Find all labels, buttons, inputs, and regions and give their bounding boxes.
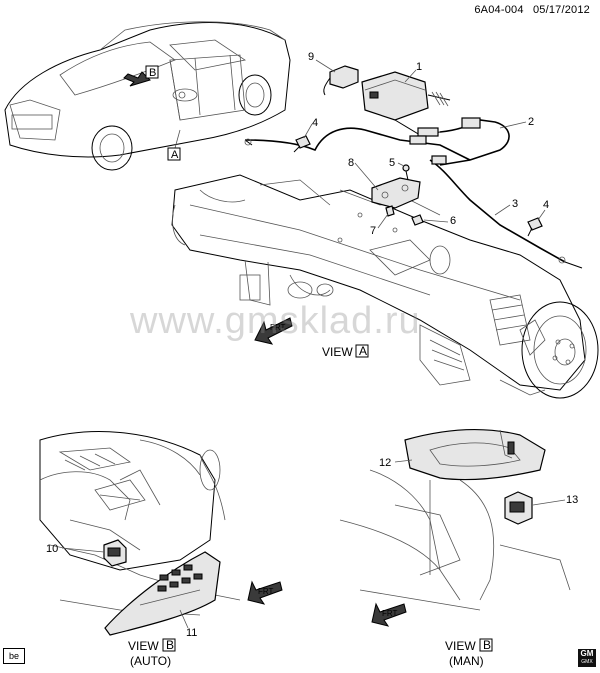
callout-5: 5 — [389, 157, 395, 169]
callout-2: 2 — [528, 116, 534, 128]
frt-label-view-b-auto: FRT — [258, 587, 274, 596]
frt-arrow-view-b-auto: FRT — [247, 580, 283, 605]
callout-11: 11 — [186, 627, 197, 639]
callout-4-left: 4 — [312, 117, 318, 129]
callout-3: 3 — [512, 198, 518, 210]
bolt-4-left — [293, 135, 311, 153]
diagram-date: 05/17/2012 — [532, 4, 590, 16]
gm-logo-text: GM — [580, 649, 594, 658]
frt-arrow-view-b-man: FRT — [371, 602, 407, 627]
front-cable-upper — [244, 127, 471, 161]
bracket-8 — [371, 177, 421, 209]
frt-arrow-view-a: FRT — [254, 317, 293, 345]
callout-6: 6 — [450, 215, 456, 227]
park-brake-module — [361, 71, 451, 137]
header: 6A04-004 05/17/2012 — [474, 4, 590, 16]
view-a-letter: A — [359, 344, 367, 358]
arrow-b-letter: B — [149, 67, 156, 79]
view-b-auto-letter: B — [166, 638, 174, 652]
frt-label-view-b-man: FRT — [382, 609, 398, 618]
callout-13: 13 — [566, 494, 578, 506]
callout-1: 1 — [416, 61, 422, 73]
rear-cable-2 — [439, 119, 510, 166]
frt-label-view-a: FRT — [270, 323, 286, 332]
arrow-b-box — [145, 65, 159, 79]
bolt-7 — [385, 205, 395, 217]
view-b-auto-title: VIEW B (AUTO) — [128, 638, 176, 668]
callout-9: 9 — [308, 51, 314, 63]
chassis-illustration — [171, 174, 599, 399]
car-view-a-letter: A — [171, 149, 179, 161]
gm-logo: GM GMX — [578, 649, 596, 667]
console-trim-11 — [104, 551, 221, 636]
callout-10: 10 — [46, 543, 58, 555]
callouts-view-a: 1 2 3 4 4 5 6 7 8 9 — [303, 51, 549, 237]
connector-9 — [323, 65, 359, 96]
view-a-title: VIEW A — [322, 344, 369, 359]
rear-cable-3 — [429, 159, 566, 263]
view-b-auto-label: VIEW — [128, 639, 159, 653]
view-a-label: VIEW — [322, 345, 353, 359]
callout-4-right: 4 — [543, 199, 549, 211]
callout-12: 12 — [379, 457, 391, 469]
diagram-id: 6A04-004 — [474, 4, 524, 16]
bolt-6 — [411, 214, 424, 226]
car-illustration: B A — [4, 21, 291, 171]
shifter-bezel-12 — [404, 428, 546, 481]
view-b-man-title: VIEW B (MAN) — [445, 638, 493, 668]
callout-7: 7 — [370, 225, 376, 237]
car-view-a-box — [167, 147, 181, 161]
bolt-4-right — [527, 217, 543, 237]
be-badge: be — [3, 648, 25, 664]
view-b-man-subtitle: (MAN) — [449, 654, 484, 668]
switch-10 — [103, 539, 127, 567]
view-b-man-letter: B — [483, 638, 491, 652]
view-b-auto-subtitle: (AUTO) — [130, 654, 171, 668]
switch-13 — [504, 491, 533, 525]
view-b-man-label: VIEW — [445, 639, 476, 653]
interior-man-illustration — [339, 469, 571, 611]
callout-8: 8 — [348, 157, 354, 169]
gm-logo-sub: GMX — [581, 659, 593, 665]
